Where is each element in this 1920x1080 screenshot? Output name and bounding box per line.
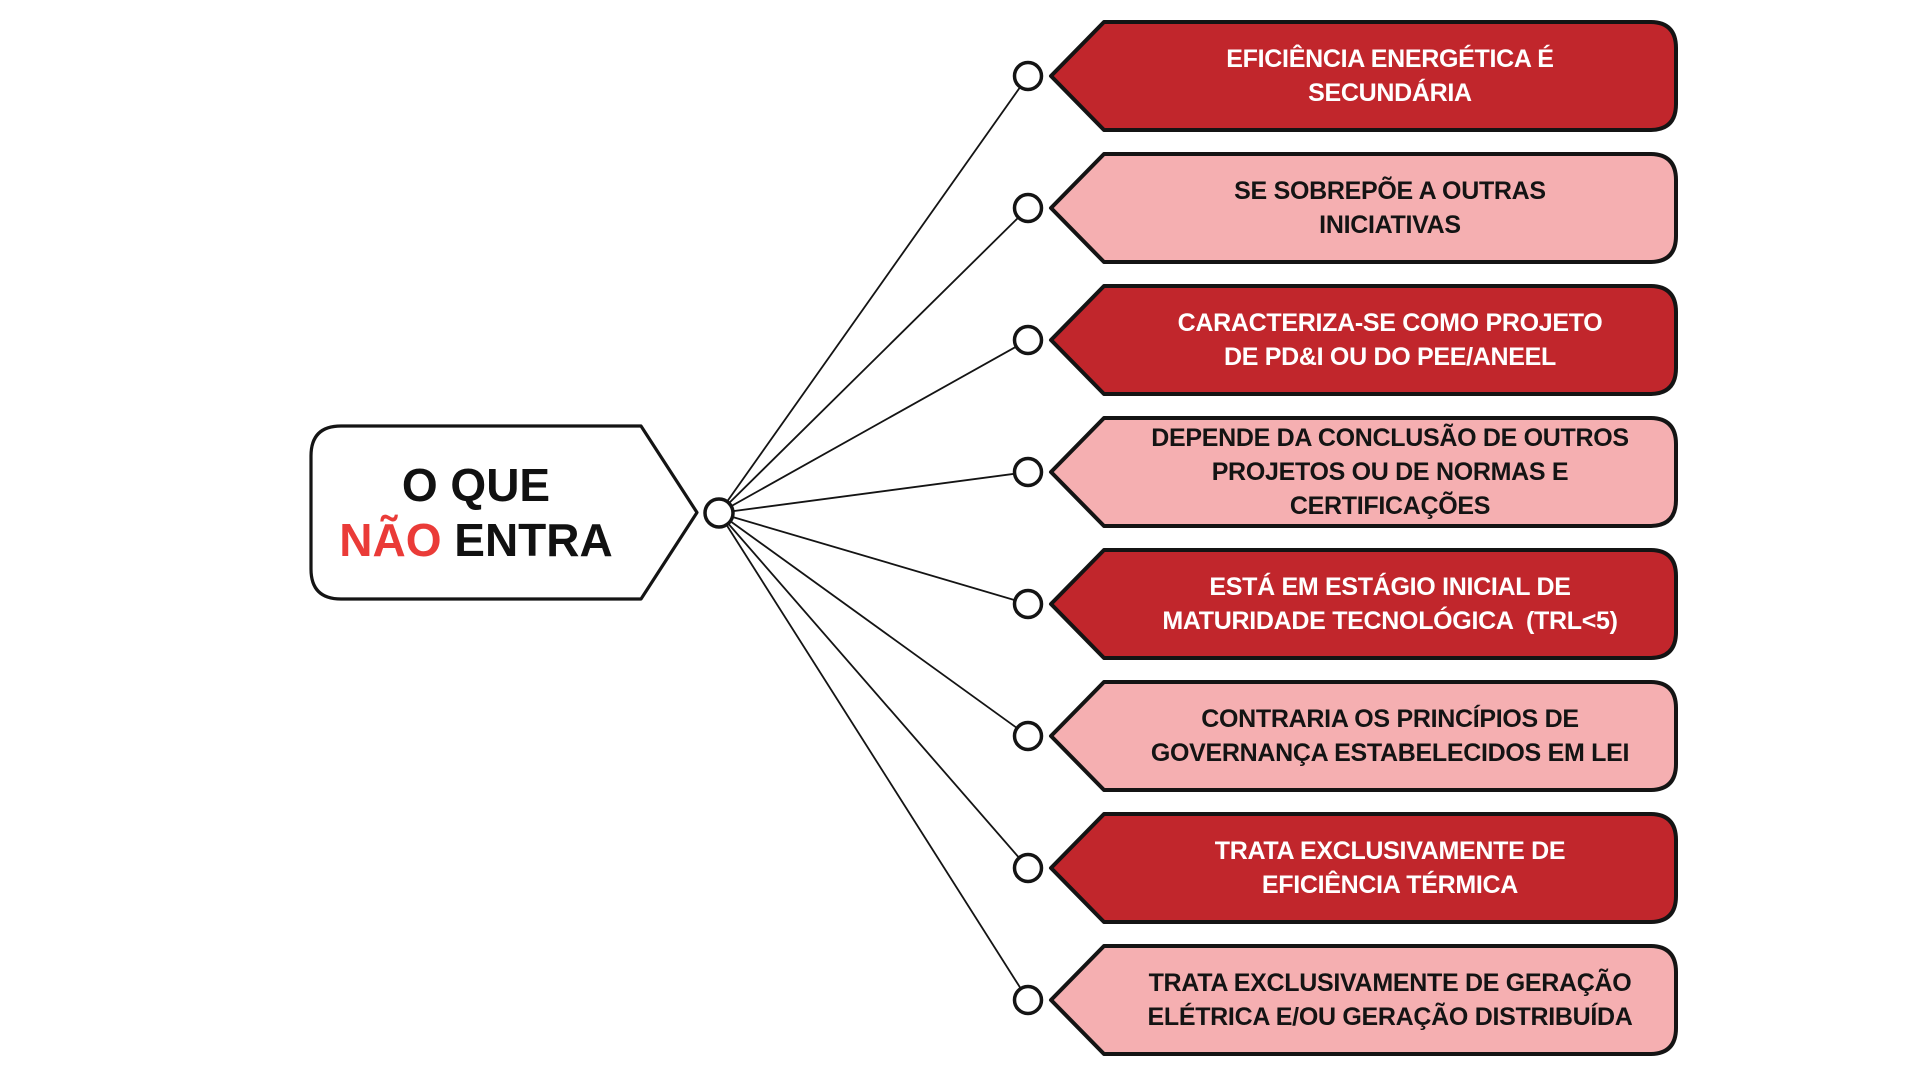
connector-dot — [1012, 192, 1044, 224]
connector-lines — [718, 75, 1029, 1001]
branch-shape — [1049, 812, 1678, 924]
branch-shapes — [1049, 20, 1678, 1056]
branch-shape — [1049, 680, 1678, 792]
connector-dots — [703, 60, 1044, 1016]
connector-dot — [1012, 852, 1044, 884]
connector-line — [718, 75, 1029, 514]
connector-line — [718, 512, 1029, 737]
root-connector-dot — [703, 497, 735, 529]
connector-line — [718, 512, 1029, 605]
branch-shape — [1049, 944, 1678, 1056]
connector-dot — [1012, 60, 1044, 92]
connector-dot — [1012, 984, 1044, 1016]
root-node-shape — [309, 424, 699, 601]
connector-dot — [1012, 324, 1044, 356]
connector-dot — [1012, 456, 1044, 488]
branch-shape — [1049, 152, 1678, 264]
branch-shape — [1049, 416, 1678, 528]
connector-line — [718, 207, 1029, 514]
branch-shape — [1049, 20, 1678, 132]
connector-line — [718, 339, 1029, 514]
connector-dot — [1012, 588, 1044, 620]
branch-shape — [1049, 548, 1678, 660]
connector-line — [718, 471, 1029, 514]
connector-dot — [1012, 720, 1044, 752]
branch-shape — [1049, 284, 1678, 396]
connector-line — [718, 512, 1029, 869]
connector-line — [718, 512, 1029, 1001]
